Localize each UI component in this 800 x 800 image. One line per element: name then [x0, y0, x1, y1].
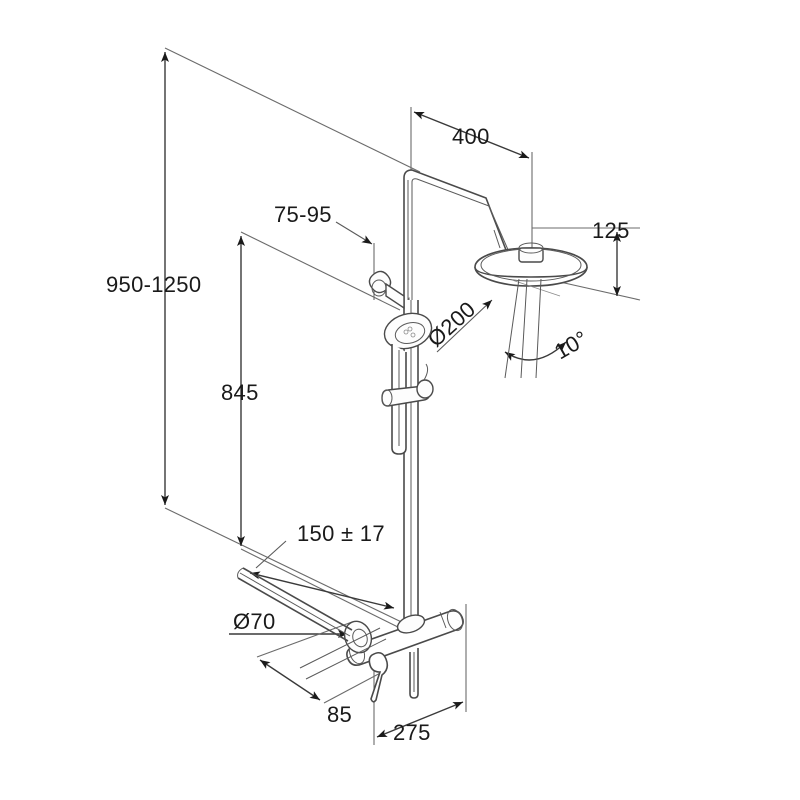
leader-line-riser-offset [335, 221, 373, 245]
dimension-label-arm-reach: 400 [452, 124, 490, 149]
dimension-label-inlet-spacing: 150 ± 17 [297, 521, 385, 546]
shower-head-ball-joint [518, 247, 544, 263]
leader-line-head-diameter [436, 299, 493, 353]
dimension-line-inlet-spacing [249, 571, 395, 610]
hand-shower-nozzle-a [403, 329, 409, 335]
mixer-body-ring [439, 611, 447, 629]
dimension-total-height: 950-1250 [106, 47, 421, 631]
wall-bracket-cap [371, 279, 387, 297]
dimension-label-rail-height: 845 [221, 380, 259, 405]
dimension-label-riser-offset: 75-95 [274, 202, 332, 227]
dimension-line-arm-reach [413, 111, 530, 159]
mixer-body-right-cap [446, 608, 464, 632]
holder-cup [381, 389, 393, 407]
overhead-shower [474, 242, 588, 297]
shower-head-leader-hint [511, 279, 561, 297]
thermostatic-mixer [346, 608, 464, 666]
inlet-secondary-edge-b [305, 638, 387, 680]
wall-bracket [368, 270, 405, 310]
flow-lever-body [368, 651, 389, 703]
wall-bracket-arm [385, 282, 405, 310]
spray-cone-right-edge [535, 278, 542, 379]
dimension-arm-reach: 400 [410, 107, 533, 250]
junction-collar [396, 614, 426, 634]
dimension-label-spray-angle: 10° [550, 326, 592, 365]
extension-line-total-bottom [164, 507, 419, 631]
dimension-label-head-drop: 125 [592, 218, 630, 243]
wall-bracket-flange [368, 270, 392, 294]
inlet-pipe-end-cap [237, 567, 244, 579]
dimension-label-mixer-width: 275 [393, 720, 431, 745]
hand-shower-holder [381, 363, 434, 407]
hand-shower-nozzle-b [410, 332, 416, 338]
dimension-label-total-height: 950-1250 [106, 272, 201, 297]
dimension-line-inlet-depth [259, 659, 321, 701]
shower-head-collar [518, 242, 544, 254]
dimension-escutcheon-diameter: Ø70 [229, 609, 348, 638]
shower-head-disc-side [474, 266, 588, 278]
shower-arm [403, 169, 510, 300]
dimension-spray-angle: 10° [504, 326, 592, 365]
inlet-pipe-centerline [239, 572, 351, 637]
spray-cone-center-line [520, 278, 528, 379]
wall-flange-inner [352, 628, 368, 648]
extension-line-inlet-depth-b [323, 669, 387, 704]
inlet-pipe-upper-edge [242, 567, 353, 631]
dimension-arc-spray-angle [504, 341, 567, 361]
spray-cone-left-edge [504, 278, 520, 379]
hand-shower-face [394, 322, 426, 344]
dimension-head-diameter: Ø200 [423, 296, 493, 353]
holder-hook [423, 363, 429, 381]
leader-line-inlet-spacing [255, 540, 287, 569]
flow-lever [368, 651, 389, 703]
dimension-inlet-spacing: 150 ± 17 [249, 521, 395, 610]
spray-cone [504, 278, 542, 379]
hand-shower-nozzle-c [407, 326, 413, 332]
inlet-secondary-edge-a [299, 627, 381, 669]
dimension-label-escutcheon-diameter: Ø70 [233, 609, 275, 634]
inlet-pipe-lower-edge [237, 577, 349, 642]
riser-mixer-junction [396, 614, 426, 634]
extension-line-rail-top [240, 231, 401, 311]
extension-line-head-bottom [559, 281, 641, 301]
dimension-line-mixer-width [376, 701, 464, 738]
extension-line-total-top [164, 47, 421, 173]
outlet-pin [409, 648, 419, 699]
dimension-head-drop: 125 [532, 218, 641, 301]
holder-clamp [416, 379, 434, 399]
inlet-pipe [237, 567, 353, 642]
dimension-label-inlet-depth: 85 [327, 702, 352, 727]
inlet-pipe-secondary [299, 627, 387, 680]
